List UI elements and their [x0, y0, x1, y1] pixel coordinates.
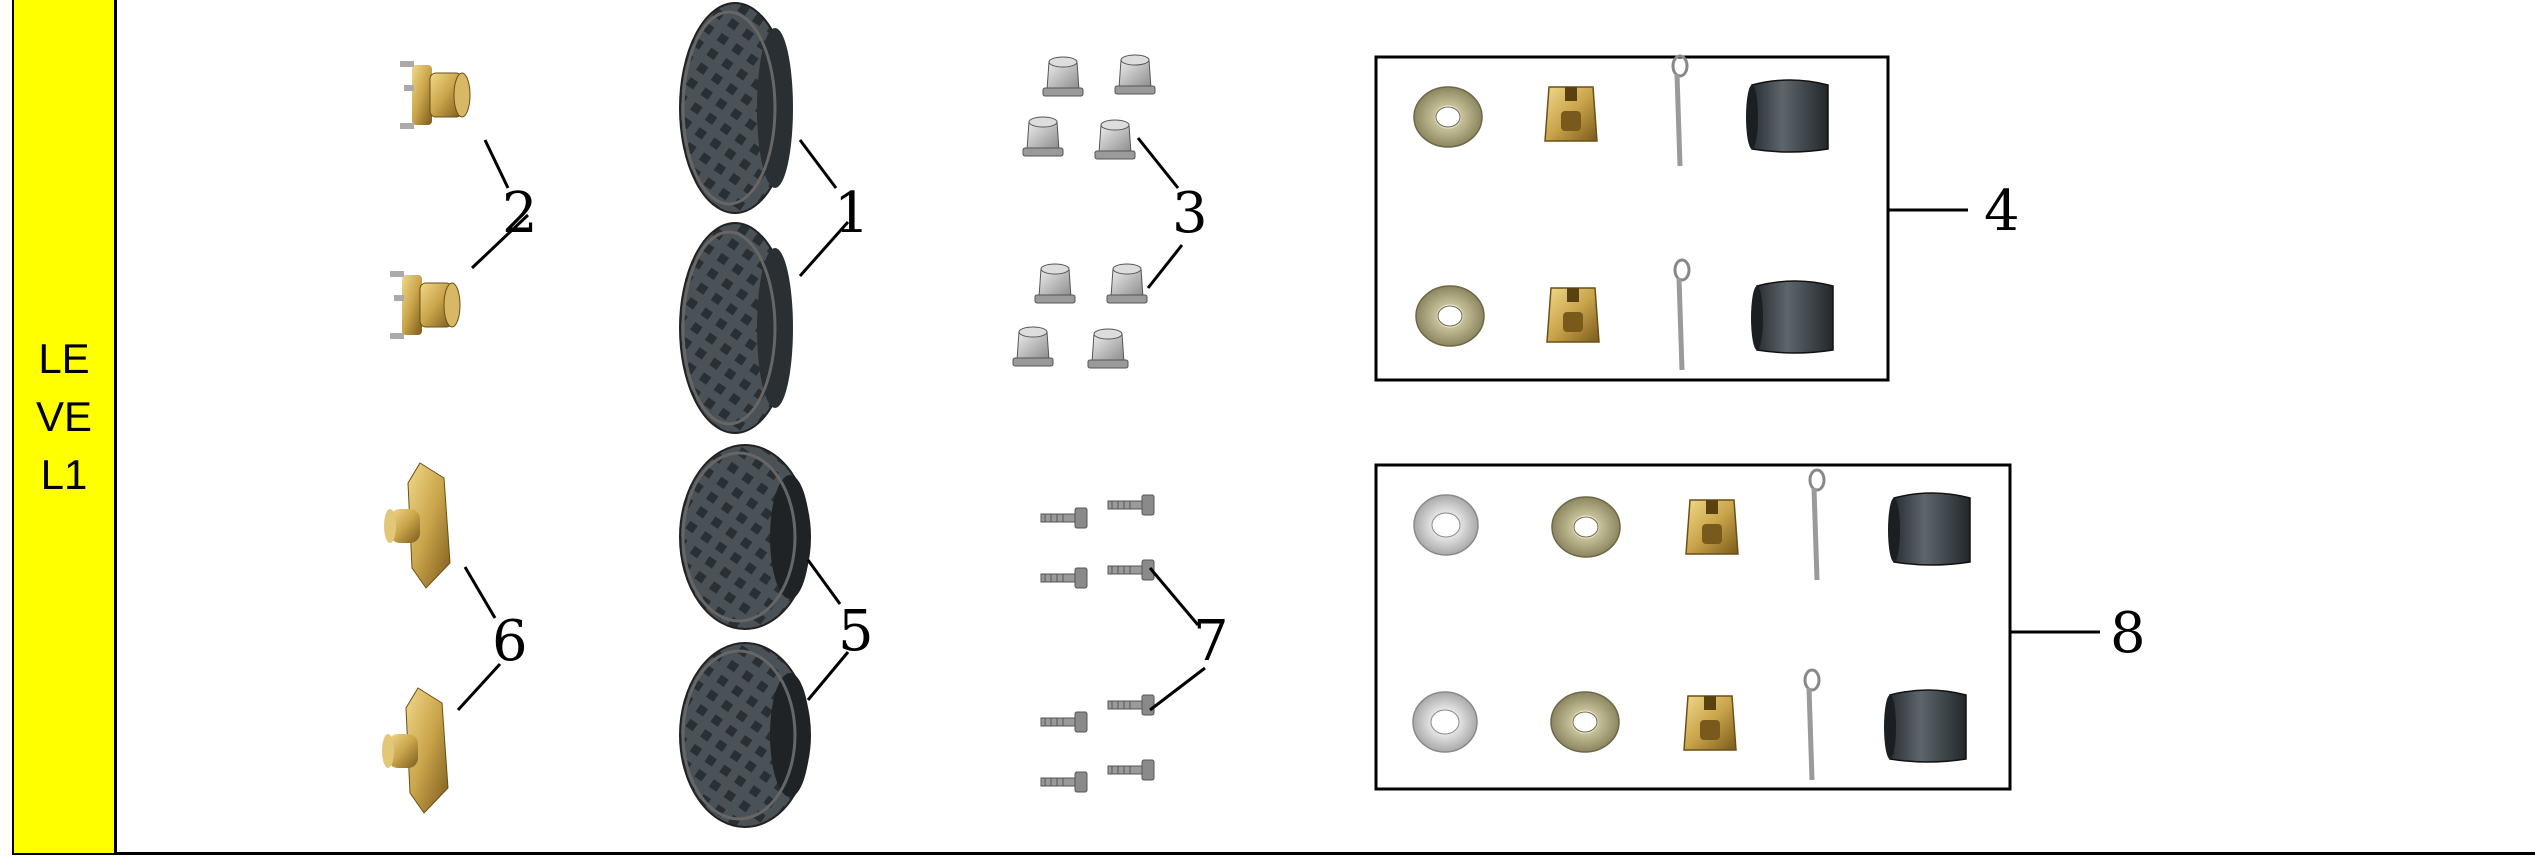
callout-7: 7 — [1193, 609, 1229, 674]
washer-icon — [1551, 496, 1621, 558]
callout-6: 6 — [492, 609, 528, 674]
callout-4: 4 — [1984, 179, 2020, 244]
castle-nut-icon — [1685, 499, 1739, 555]
callout-8: 8 — [2110, 601, 2146, 666]
castle-nut-icon — [1544, 86, 1598, 142]
level-label: LE VE L1 — [14, 330, 114, 504]
cotter-pin-icon — [1675, 260, 1689, 370]
callout-1: 1 — [834, 181, 870, 246]
washer-icon — [1413, 86, 1483, 148]
level-label-line-2: VE — [35, 393, 93, 440]
bolt-icon — [1040, 507, 1088, 529]
castle-nut-icon — [1546, 287, 1600, 343]
cap-nut-icon — [1106, 263, 1148, 304]
rubber-cap-icon — [1883, 689, 1967, 763]
wheel-hub-icon — [389, 270, 461, 340]
page-frame — [12, 0, 2535, 855]
rubber-cap-icon — [1750, 280, 1834, 354]
cap-nut-icon — [1087, 328, 1129, 369]
flat-washer-icon — [1413, 494, 1479, 556]
rubber-cap-icon — [1887, 492, 1971, 566]
cotter-pin-icon — [1805, 670, 1819, 780]
kit-box-4 — [1374, 55, 1890, 382]
cap-nut-icon — [1114, 54, 1156, 95]
cap-nut-icon — [1094, 119, 1136, 160]
castle-nut-icon — [1683, 695, 1737, 751]
cap-nut-icon — [1034, 263, 1076, 304]
cap-nut-icon — [1022, 116, 1064, 157]
bolt-icon — [1107, 694, 1155, 716]
bolt-icon — [1107, 494, 1155, 516]
flat-washer-icon — [1412, 691, 1478, 753]
bolt-icon — [1107, 559, 1155, 581]
cotter-pin-icon — [1810, 470, 1824, 580]
level-label-line-1: LE — [38, 335, 90, 382]
rubber-cap-icon — [1745, 79, 1829, 153]
kit-box-8 — [1374, 463, 2012, 791]
cotter-pin-icon — [1673, 56, 1687, 166]
bolt-icon — [1107, 759, 1155, 781]
flange-hub-icon — [381, 687, 449, 814]
tire-icon — [678, 641, 812, 829]
level-label-line-3: L1 — [40, 451, 88, 498]
callout-2: 2 — [502, 181, 538, 246]
level-sidebar: LE VE L1 — [14, 0, 117, 853]
tire-icon — [678, 1, 795, 215]
washer-icon — [1415, 285, 1485, 347]
flange-hub-icon — [383, 462, 451, 589]
washer-icon — [1550, 691, 1620, 753]
callout-5: 5 — [838, 599, 874, 664]
cap-nut-icon — [1042, 56, 1084, 97]
wheel-hub-icon — [399, 60, 471, 130]
bolt-icon — [1040, 567, 1088, 589]
tire-icon — [678, 221, 795, 435]
leader-lines — [456, 137, 2100, 712]
callout-3: 3 — [1172, 181, 1208, 246]
cap-nut-icon — [1012, 326, 1054, 367]
bolt-icon — [1040, 771, 1088, 793]
bolt-icon — [1040, 711, 1088, 733]
tire-icon — [678, 443, 812, 631]
